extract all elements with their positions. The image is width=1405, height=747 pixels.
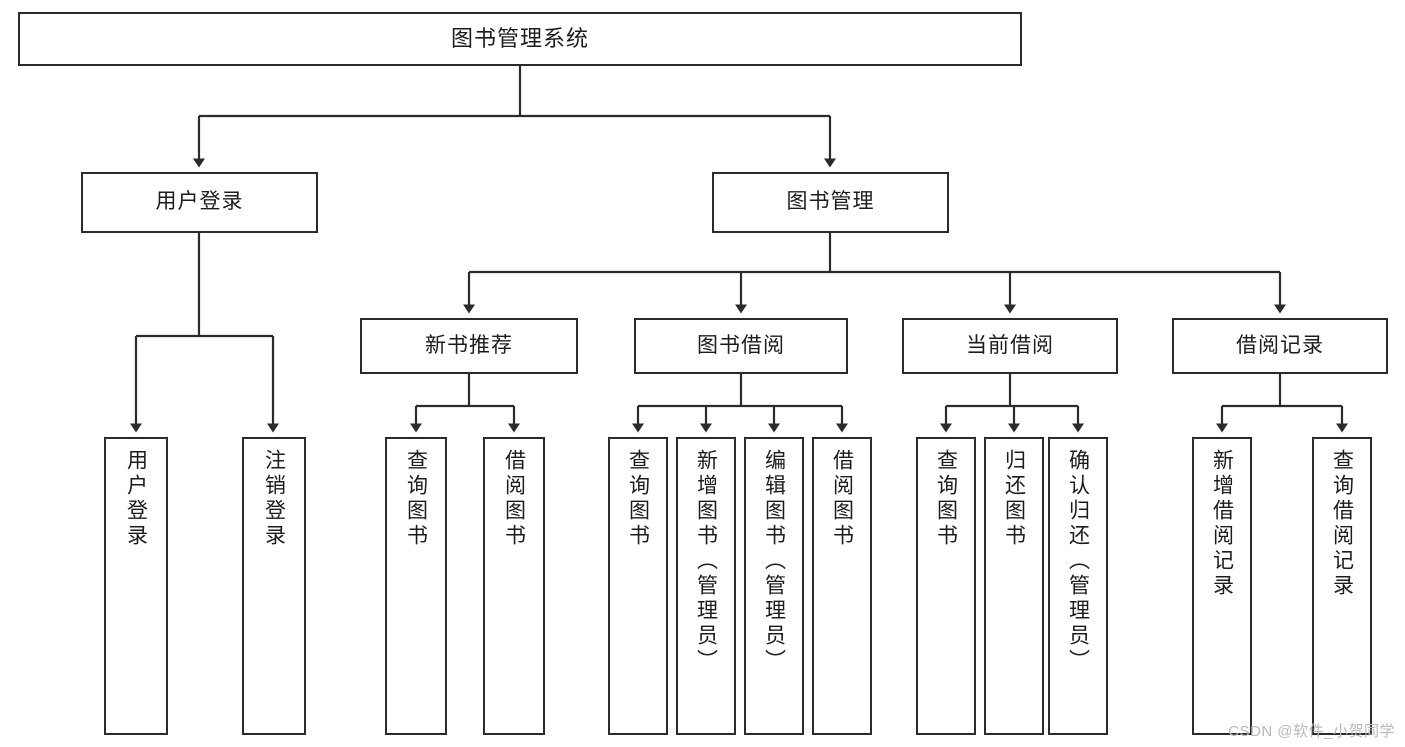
leaf-new-book-borrow[interactable]: 借阅图书 (483, 437, 545, 735)
node-label: 编辑图书（管理员） (762, 449, 786, 674)
leaf-book-borrow-edit[interactable]: 编辑图书（管理员） (744, 437, 804, 735)
node-label: 用户登录 (124, 449, 148, 549)
leaf-borrow-record-query[interactable]: 查询借阅记录 (1312, 437, 1372, 735)
node-label: 借阅图书 (502, 449, 526, 549)
node-label: 归还图书 (1002, 449, 1026, 549)
leaf-user-login-logout[interactable]: 注销登录 (242, 437, 306, 735)
node-label: 新书推荐 (425, 333, 513, 357)
node-book-borrow[interactable]: 图书借阅 (634, 318, 848, 374)
leaf-book-borrow-add[interactable]: 新增图书（管理员） (676, 437, 736, 735)
node-label: 查询图书 (626, 449, 650, 549)
node-label: 图书管理系统 (450, 26, 589, 52)
node-label: 当前借阅 (966, 333, 1054, 357)
node-label: 图书管理 (786, 190, 875, 214)
leaf-current-borrow-return[interactable]: 归还图书 (984, 437, 1044, 735)
watermark-text: CSDN @软件_小贺同学 (1228, 723, 1395, 740)
node-label: 查询图书 (404, 449, 428, 549)
leaf-book-borrow-query[interactable]: 查询图书 (608, 437, 668, 735)
node-label: 查询图书 (934, 449, 958, 549)
node-label: 借阅记录 (1236, 333, 1324, 357)
node-label: 新增图书（管理员） (694, 449, 718, 674)
leaf-new-book-query[interactable]: 查询图书 (385, 437, 447, 735)
node-label: 用户登录 (155, 190, 244, 214)
node-label: 图书借阅 (697, 333, 785, 357)
node-borrow-record[interactable]: 借阅记录 (1172, 318, 1388, 374)
node-label: 新增借阅记录 (1210, 449, 1234, 599)
leaf-book-borrow-borrow[interactable]: 借阅图书 (812, 437, 872, 735)
node-label: 注销登录 (262, 449, 286, 549)
node-user-login[interactable]: 用户登录 (81, 172, 318, 233)
leaf-user-login-login[interactable]: 用户登录 (104, 437, 168, 735)
node-new-book-recommend[interactable]: 新书推荐 (360, 318, 578, 374)
node-label: 查询借阅记录 (1330, 449, 1354, 599)
leaf-current-borrow-query[interactable]: 查询图书 (916, 437, 976, 735)
node-label: 借阅图书 (830, 449, 854, 549)
leaf-current-borrow-confirm-return[interactable]: 确认归还（管理员） (1048, 437, 1108, 735)
node-root-system[interactable]: 图书管理系统 (18, 12, 1022, 66)
node-book-management[interactable]: 图书管理 (712, 172, 949, 233)
leaf-borrow-record-add[interactable]: 新增借阅记录 (1192, 437, 1252, 735)
node-current-borrow[interactable]: 当前借阅 (902, 318, 1118, 374)
node-label: 确认归还（管理员） (1066, 449, 1090, 674)
